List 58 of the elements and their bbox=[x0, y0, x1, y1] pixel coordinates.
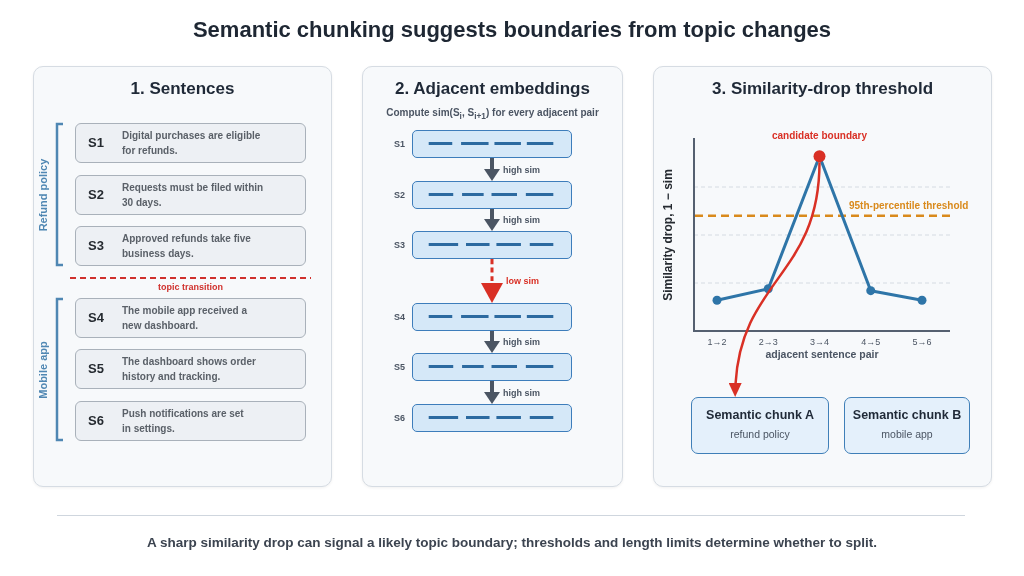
arrow bbox=[481, 259, 503, 303]
chunk-title: Semantic chunk A bbox=[706, 408, 814, 423]
sentence-card bbox=[75, 175, 306, 215]
sentence-card bbox=[75, 123, 306, 163]
panel-title: 2. Adjacent embeddings bbox=[395, 79, 590, 100]
panel-title: 1. Sentences bbox=[130, 79, 235, 100]
tick-label: 1→2 bbox=[707, 337, 727, 348]
axis-title: adjacent sentence pair bbox=[765, 348, 879, 361]
chunk-title: Semantic chunk B bbox=[852, 408, 962, 423]
panel-title: 3. Similarity-drop threshold bbox=[712, 79, 933, 100]
row-label: S1 bbox=[394, 138, 405, 150]
sentence-id: S4 bbox=[88, 310, 104, 326]
sentence-id: S5 bbox=[88, 361, 104, 377]
sentence-text: Push notifications are set in settings. bbox=[122, 406, 245, 436]
sentence-card bbox=[75, 349, 306, 389]
panel-subtitle: Compute sim(S$_{i}$, S$_{i+1}$) for every adjacent pair bbox=[386, 107, 599, 121]
sentence-text: The mobile app received a new dashboard. bbox=[122, 303, 249, 332]
chunk-card bbox=[844, 397, 970, 454]
sentence-card bbox=[75, 401, 306, 441]
row-label: S6 bbox=[394, 412, 405, 424]
tick-label: 3→4 bbox=[810, 337, 829, 348]
edge-label: high sim bbox=[503, 164, 540, 175]
tick-label: 5→6 bbox=[912, 337, 932, 348]
edge-label: high sim bbox=[503, 387, 540, 398]
panel bbox=[33, 66, 332, 487]
edge-label: high sim bbox=[503, 336, 540, 348]
chunk-subtitle: refund policy bbox=[730, 428, 790, 441]
chunk-subtitle: mobile app bbox=[881, 428, 933, 441]
sentence-id: S1 bbox=[88, 135, 104, 151]
arrow bbox=[484, 158, 500, 181]
panel bbox=[362, 66, 623, 487]
sentence-id: S3 bbox=[88, 238, 104, 254]
chunk-card bbox=[691, 397, 829, 454]
sentence-text: Approved refunds take five business days. bbox=[122, 231, 252, 261]
arrow bbox=[484, 331, 500, 353]
row-label: S2 bbox=[394, 189, 405, 201]
sentence-id: S6 bbox=[88, 413, 104, 429]
caption: A sharp similarity drop can signal a likely topic boundary; thresholds and length limits determine whether to split. bbox=[146, 535, 878, 552]
edge-label: high sim bbox=[503, 214, 540, 226]
diagram-title: Semantic chunking suggests boundaries from topic changes bbox=[192, 17, 832, 44]
sentence-text: Digital purchases are eligible for refunds. bbox=[122, 128, 262, 157]
row-label: S4 bbox=[394, 311, 405, 323]
sentence-card bbox=[75, 226, 306, 266]
sentence-text: Requests must be filed within 30 days. bbox=[122, 180, 265, 210]
group-label: Mobile app bbox=[37, 340, 51, 399]
row-label: S5 bbox=[394, 361, 405, 373]
sentence-text: The dashboard shows order history and tracking. bbox=[122, 354, 257, 384]
divider-label: topic transition bbox=[158, 282, 223, 293]
group-label: Refund policy bbox=[37, 158, 51, 231]
arrow bbox=[484, 209, 500, 231]
sentence-card bbox=[75, 298, 306, 338]
edge-label: low sim bbox=[506, 275, 539, 287]
sentence-id: S2 bbox=[88, 187, 104, 203]
axis-title: Similarity drop, 1 − sim bbox=[660, 169, 676, 301]
row-label: S3 bbox=[394, 239, 405, 251]
arrow bbox=[484, 381, 500, 404]
tick-label: 4→5 bbox=[861, 337, 881, 348]
tick-label: 2→3 bbox=[758, 337, 778, 348]
